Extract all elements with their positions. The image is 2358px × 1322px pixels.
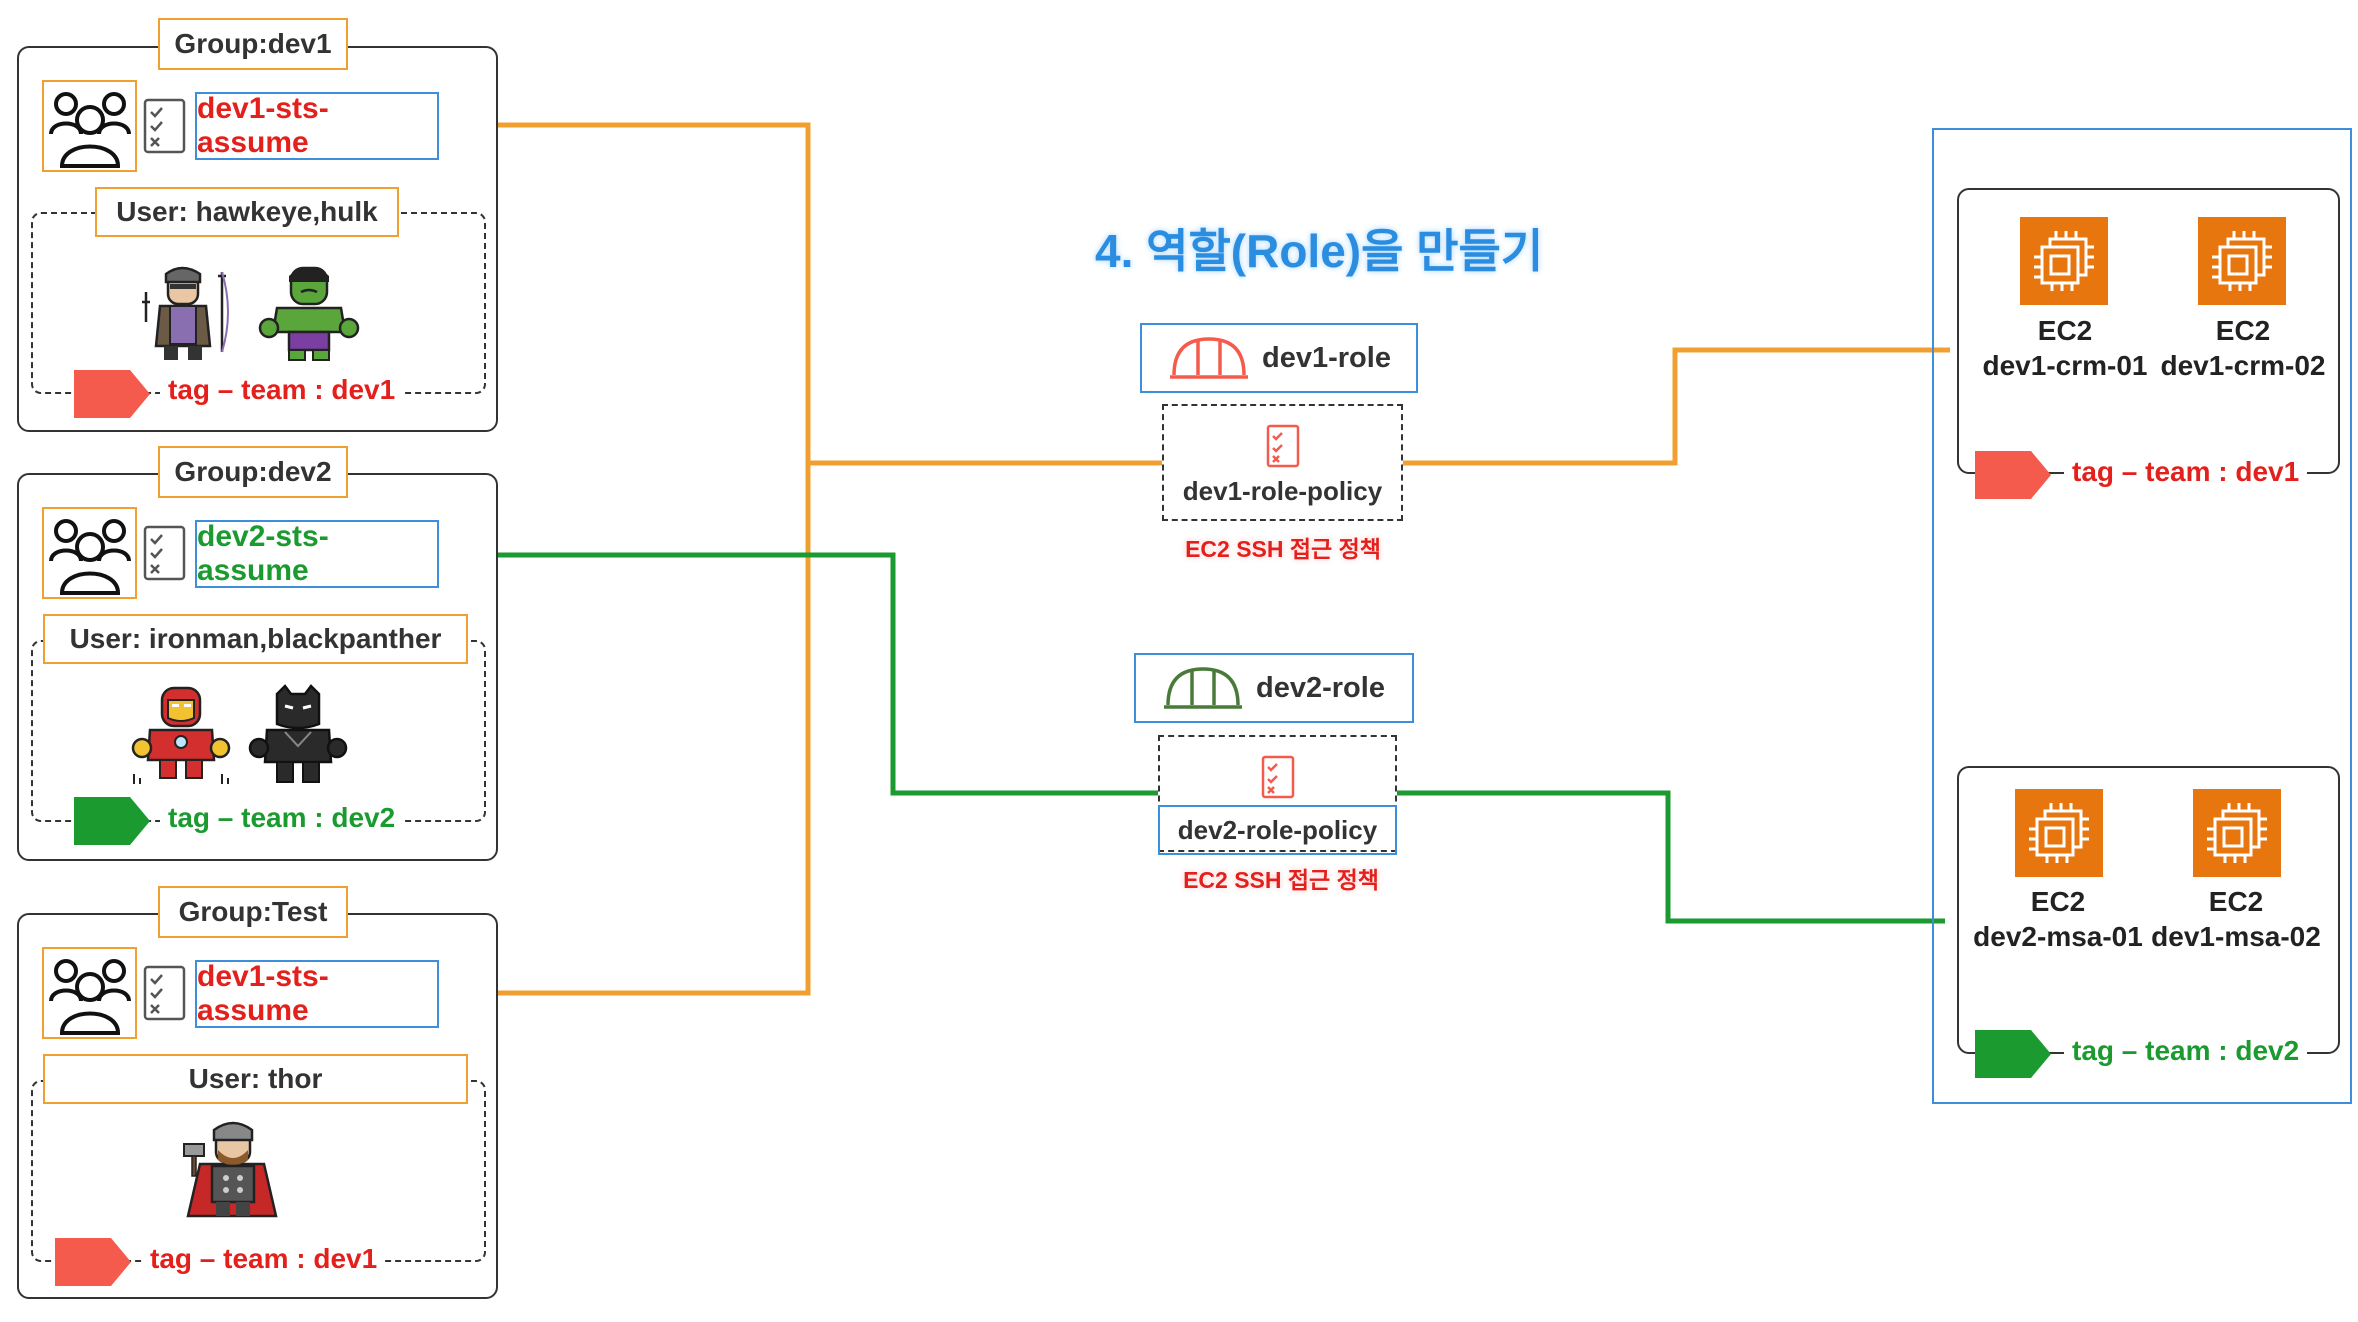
policy-name: dev1-role-policy	[1182, 476, 1383, 506]
tag-label: tag – team : dev2	[160, 802, 404, 834]
sts-assume-box[interactable]: dev1-sts-assume	[195, 92, 439, 160]
helmet-icon	[1162, 663, 1244, 713]
tag-icon	[1975, 451, 2051, 499]
hulk-avatar	[257, 262, 362, 362]
ec2-name: dev1-msa-02	[2151, 921, 2321, 952]
tag-label: tag – team : dev1	[160, 374, 404, 406]
ec2-type: EC2	[2208, 886, 2264, 917]
checklist-icon	[143, 98, 186, 154]
checklist-icon	[143, 525, 186, 581]
ec2-instance-icon[interactable]	[2198, 217, 2286, 305]
tag-label: tag – team : dev2	[2064, 1035, 2308, 1067]
connector-dev1-group	[448, 122, 1162, 466]
connector-dev1-ec2	[1403, 347, 1950, 466]
user-label: User: hawkeye,hulk	[95, 187, 399, 237]
connector-test-group	[448, 463, 811, 996]
checklist-icon	[143, 965, 186, 1021]
ec2-label: EC2 dev1-crm-02	[2153, 313, 2333, 383]
ec2-name: dev2-msa-01	[1973, 921, 2143, 952]
role-name: dev1-role	[1262, 341, 1391, 374]
tag-icon	[55, 1238, 131, 1286]
group-users-icon	[42, 507, 137, 599]
ec2-name: dev1-crm-01	[1982, 350, 2148, 381]
ec2-instance-icon[interactable]	[2015, 789, 2103, 877]
ec2-container	[1932, 128, 2352, 1104]
ec2-type: EC2	[2030, 886, 2086, 917]
role-box-dev1[interactable]: dev1-role	[1140, 323, 1418, 393]
connector-dev2-ec2	[1397, 790, 1945, 924]
policy-description: EC2 SSH 접근 정책	[1185, 536, 1381, 562]
tag-icon	[74, 797, 150, 845]
tag-icon	[74, 370, 150, 418]
ec2-type: EC2	[2037, 315, 2093, 346]
thor-avatar	[180, 1118, 285, 1220]
sts-assume-box[interactable]: dev2-sts-assume	[195, 520, 439, 588]
ec2-type: EC2	[2215, 315, 2271, 346]
user-label: User: ironman,blackpanther	[43, 614, 468, 664]
user-area	[31, 640, 486, 822]
tag-label: tag – team : dev1	[2064, 456, 2308, 488]
policy-icon	[1164, 424, 1401, 468]
group-users-icon	[42, 80, 137, 172]
connector-dev2-group	[448, 552, 1158, 796]
hawkeye-avatar	[130, 262, 235, 362]
helmet-icon	[1168, 333, 1250, 383]
ec2-instance-icon[interactable]	[2193, 789, 2281, 877]
ec2-label: EC2 dev2-msa-01	[1968, 884, 2148, 954]
role-box-dev2[interactable]: dev2-role	[1134, 653, 1414, 723]
policy-description: EC2 SSH 접근 정책	[1183, 867, 1379, 893]
policy-icon	[1160, 755, 1395, 799]
ironman-avatar	[128, 684, 233, 786]
diagram-title: 4. 역할(Role)을 만들기	[1095, 225, 1544, 277]
policy-name: dev2-role-policy	[1158, 805, 1397, 855]
tag-label: tag – team : dev1	[142, 1243, 386, 1275]
group-label: Group:dev1	[158, 18, 348, 70]
policy-box-dev2[interactable]: dev2-role-policy	[1158, 735, 1397, 855]
tag-icon	[1975, 1030, 2051, 1078]
user-label: User: thor	[43, 1054, 468, 1104]
ec2-label: EC2 dev1-crm-01	[1975, 313, 2155, 383]
group-label: Group:dev2	[158, 446, 348, 498]
ec2-instance-icon[interactable]	[2020, 217, 2108, 305]
blackpanther-avatar	[245, 684, 350, 786]
sts-assume-box[interactable]: dev1-sts-assume	[195, 960, 439, 1028]
role-name: dev2-role	[1256, 671, 1385, 704]
policy-box-dev1[interactable]: dev1-role-policy	[1162, 404, 1403, 521]
group-users-icon	[42, 947, 137, 1039]
group-label: Group:Test	[158, 886, 348, 938]
ec2-name: dev1-crm-02	[2160, 350, 2326, 381]
ec2-label: EC2 dev1-msa-02	[2146, 884, 2326, 954]
